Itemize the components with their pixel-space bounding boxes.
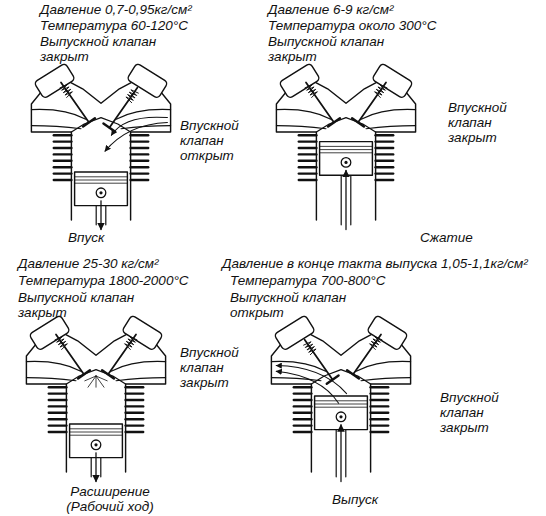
label-slot: Давление в конце такта выпуска 1,05-1,1к…: [222, 256, 528, 271]
label-slot: Температура 60-120°С: [40, 18, 188, 33]
annotation-label: Выпускной клапан открыт: [230, 290, 360, 320]
annotation-label: Впускной клапан закрыт: [180, 345, 252, 390]
annotation-label: Температура 1800-2000°С: [18, 273, 189, 288]
label-slot: Выпускной клапан закрыт: [268, 34, 398, 64]
label-slot: Температура 700-800°С: [230, 273, 386, 288]
annotation-label: Температура 700-800°С: [230, 273, 386, 288]
annotation-label: Давление 6-9 кг/см²: [268, 2, 393, 17]
engine-cylinder: [271, 315, 410, 482]
annotation-label: Давление 0,7-0,95кг/см²: [40, 2, 192, 17]
annotation-label: Впускной клапан закрыт: [440, 390, 516, 435]
engine-cylinder: [276, 63, 415, 230]
annotation-label: Температура около 300°С: [268, 18, 436, 33]
label-slot: Выпускной клапан открыт: [230, 290, 360, 320]
annotation-label: Выпуск: [332, 492, 378, 507]
label-slot: Давление 25-30 кг/см²: [18, 256, 159, 271]
annotation-label: Выпускной клапан закрыт: [18, 290, 148, 320]
annotation-label: Давление в конце такта выпуска 1,05-1,1к…: [222, 256, 528, 271]
label-slot: Сжатие: [420, 230, 473, 245]
annotation-label: Температура 60-120°С: [40, 18, 188, 33]
annotation-label: Расширение (Рабочий ход): [50, 484, 170, 514]
label-slot: Расширение (Рабочий ход): [50, 484, 170, 514]
label-slot: Температура около 300°С: [268, 18, 436, 33]
engine-cylinder: [26, 315, 165, 482]
annotation-label: Впуск: [68, 230, 104, 245]
label-slot: Выпускной клапан закрыт: [18, 290, 148, 320]
label-slot: Давление 6-9 кг/см²: [268, 2, 393, 17]
annotation-label: Впускной клапан закрыт: [448, 100, 522, 145]
annotation-label: Впускной клапан открыт: [180, 118, 252, 163]
label-slot: Впуск: [68, 230, 104, 245]
annotation-label: Сжатие: [420, 230, 473, 245]
label-slot: Давление 0,7-0,95кг/см²: [40, 2, 192, 17]
label-slot: Выпускной клапан закрыт: [40, 34, 170, 64]
label-slot: Выпуск: [332, 492, 378, 507]
annotation-label: Давление 25-30 кг/см²: [18, 256, 159, 271]
annotation-label: Выпускной клапан закрыт: [268, 34, 398, 64]
engine-cylinder: [31, 63, 170, 230]
label-slot: Впускной клапан закрыт: [448, 100, 522, 145]
label-slot: Впускной клапан закрыт: [440, 390, 516, 435]
label-slot: Впускной клапан закрыт: [180, 345, 252, 390]
label-slot: Впускной клапан открыт: [180, 118, 252, 163]
annotation-label: Выпускной клапан закрыт: [40, 34, 170, 64]
label-slot: Температура 1800-2000°С: [18, 273, 189, 288]
